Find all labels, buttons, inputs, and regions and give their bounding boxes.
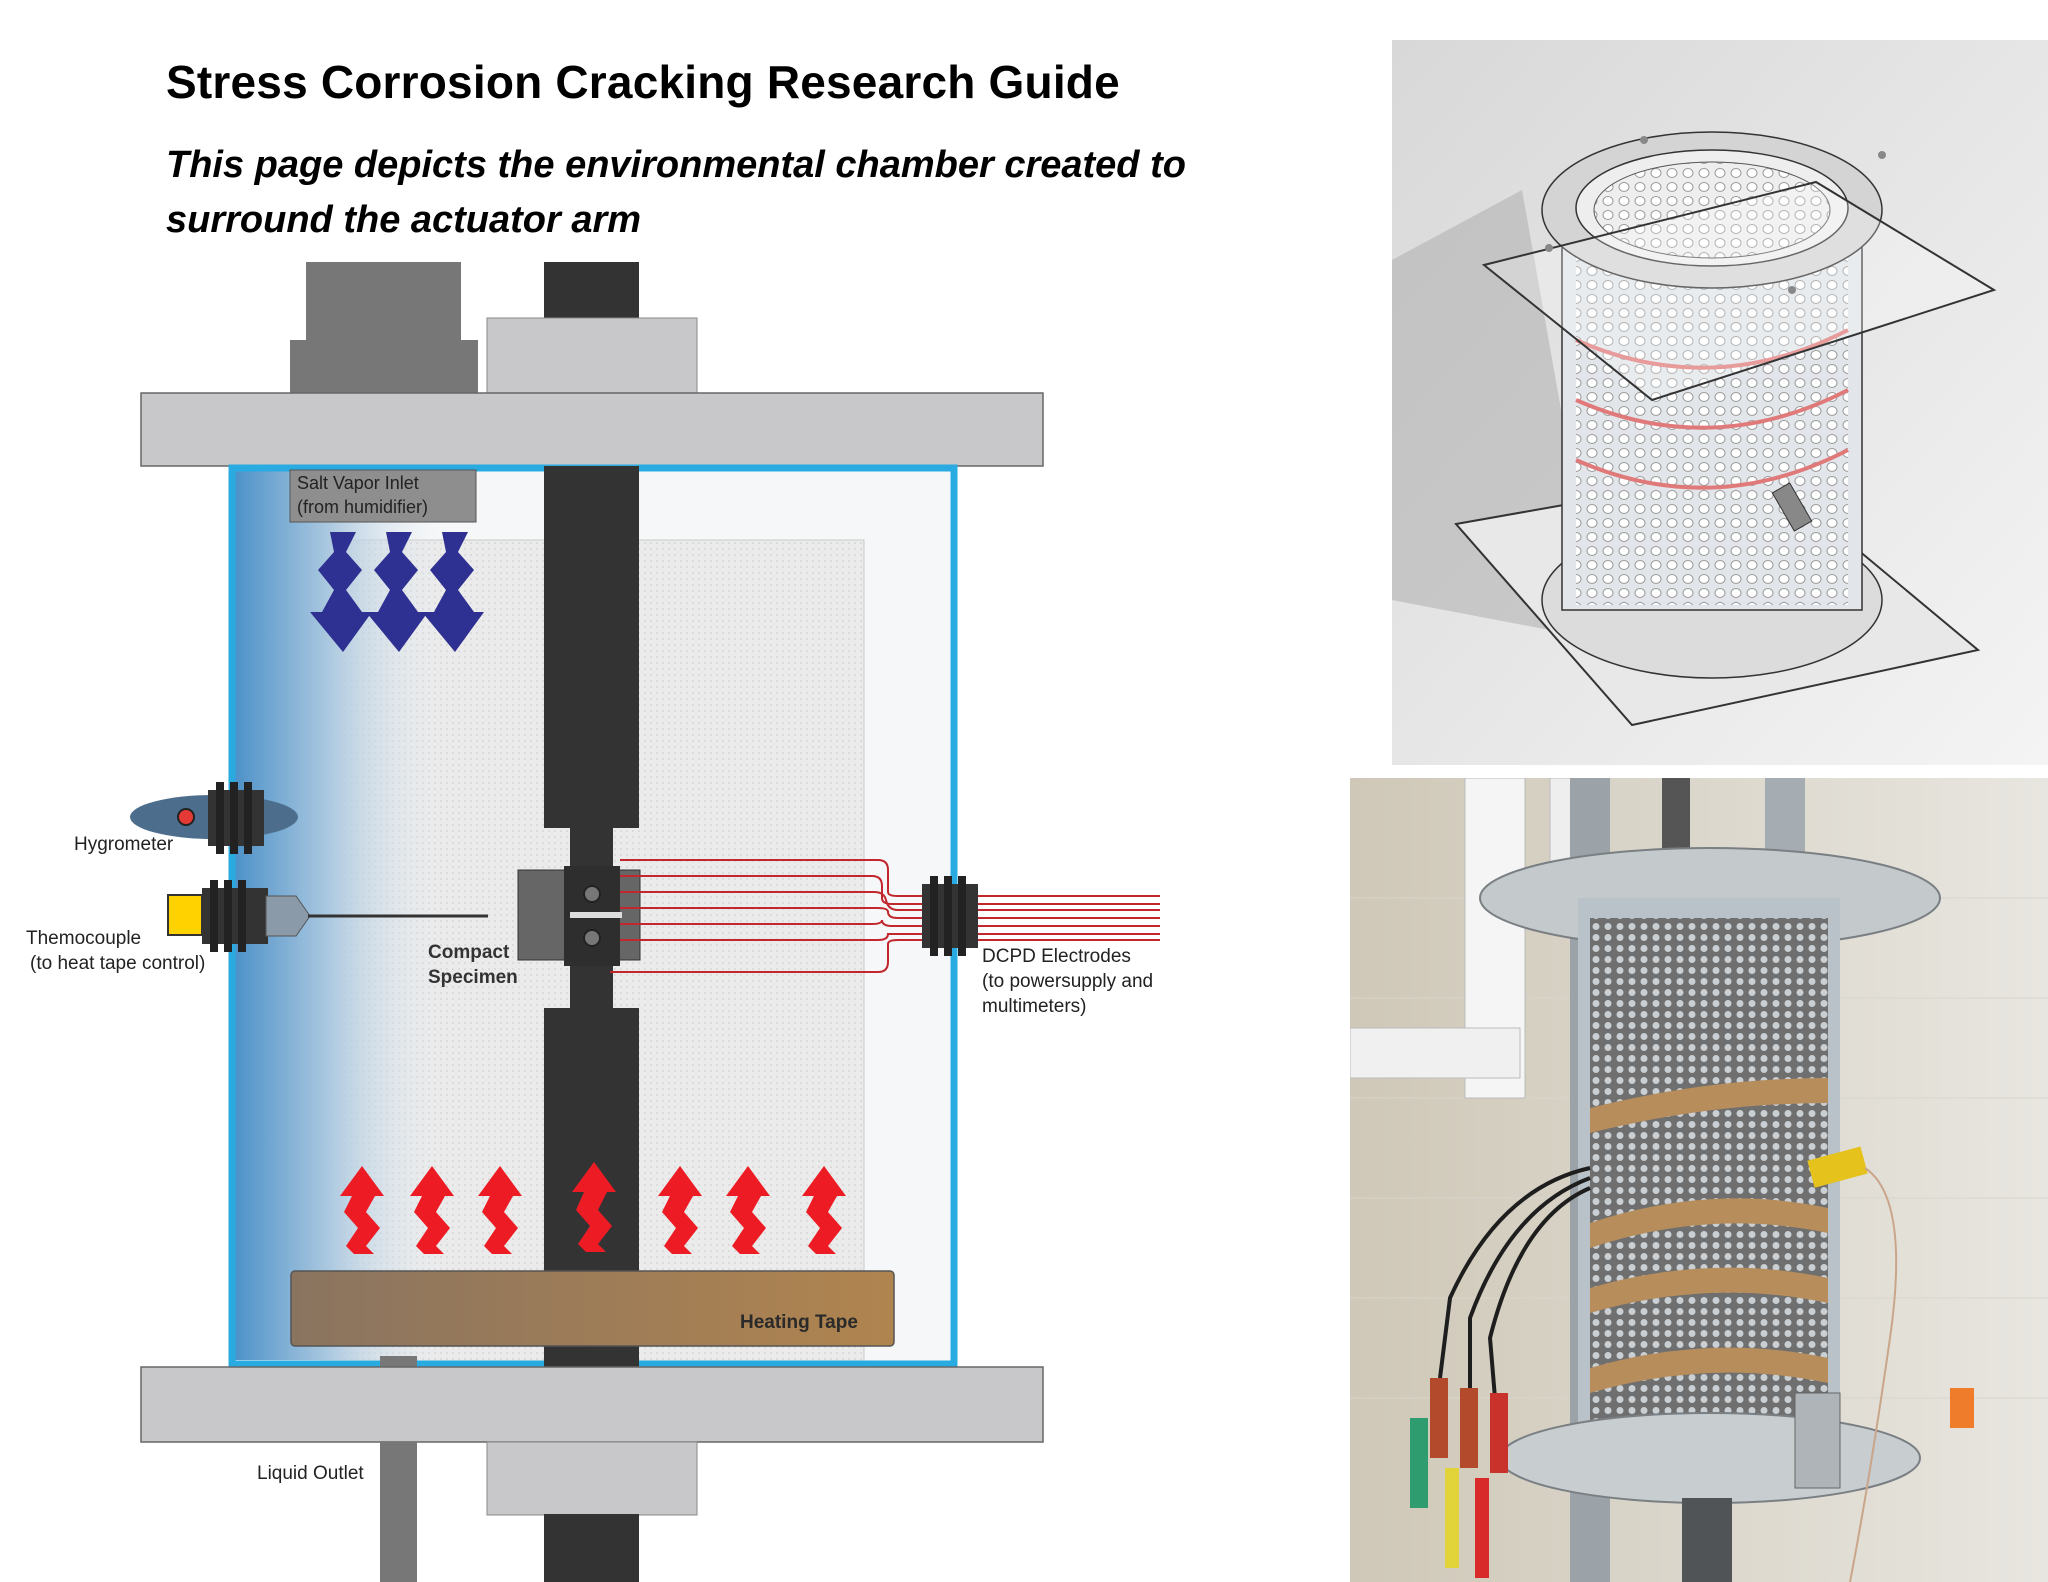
top-right-block [486,317,698,396]
vapor-arrow [366,532,428,652]
actuator-neck-lower [570,960,613,1010]
hygrometer [130,782,298,854]
photo-clip [1430,1378,1448,1458]
heat-arrow [658,1166,702,1254]
top-actuator-stub [544,262,639,322]
actuator-arm-bottom [544,1514,639,1582]
top-left-block [306,262,461,342]
dcpd-sub-label-2: multimeters) [982,996,1087,1017]
salt-vapor-inlet [289,469,477,523]
top-plate [140,392,1044,467]
dcpd-label: DCPD Electrodes [982,946,1131,967]
specimen-pin-bottom [583,929,601,947]
specimen-pin-top [583,885,601,903]
actuator-arm-upper [544,466,639,828]
photo-wires [1438,1166,1591,1399]
thermocouple [167,880,488,952]
photo-heat-tape-2 [1590,1198,1828,1248]
photo-bottom-flange [1499,1412,1921,1504]
dcpd-feedthrough [922,876,978,956]
photo-clip [1475,1478,1489,1578]
photo-pipe-horizontal [1350,1027,1521,1079]
specimen-notch [570,912,622,918]
cad-heat-tape-1 [1575,328,1849,370]
photo-heat-tape-3 [1590,1267,1828,1313]
photo-thermocouple [1807,1146,1868,1188]
electrode-wires [610,859,1160,973]
hygrometer-label: Hygrometer [74,834,174,855]
page-subtitle: This page depicts the environmental cham… [166,144,1186,241]
heat-arrows [340,1162,846,1254]
cad-sensor [1771,482,1813,532]
liquid-outlet-pipe [380,1442,417,1582]
heating-tape-label: Heating Tape [740,1312,858,1333]
heating-tape [290,1270,895,1347]
compact-specimen-label: Compact [428,942,510,963]
photo-bracket [1794,1392,1841,1489]
cad-heat-tape-2 [1575,388,1849,430]
photo-heat-tape-4 [1590,1347,1828,1393]
lab-photo-image [1350,778,2048,1582]
bottom-right-block [486,1441,698,1516]
liquid-outlet-port [380,1356,417,1368]
vapor-arrows [310,532,484,652]
vapor-arrow [422,532,484,652]
photo-clip [1460,1388,1478,1468]
heat-arrow [802,1166,846,1254]
vapor-arrow [310,532,372,652]
heat-arrow [726,1166,770,1254]
heat-arrow [410,1166,454,1254]
cad-top-plate [1481,180,1997,402]
salt-vapor-inlet-label: Salt Vapor Inlet [297,473,419,493]
bottom-plate [140,1366,1044,1443]
heat-arrow [478,1166,522,1254]
photo-clip [1445,1468,1459,1568]
chamber-schematic: Salt Vapor Inlet (from humidifier) [26,262,1160,1582]
photo-heat-tape-1 [1590,1078,1828,1133]
liquid-outlet-label: Liquid Outlet [257,1463,364,1484]
compact-specimen-sub-label: Specimen [428,967,518,988]
top-left-base [290,340,478,395]
thermocouple-sub-label: (to heat tape control) [30,953,205,974]
page-title: Stress Corrosion Cracking Research Guide [166,56,1120,108]
dcpd-sub-label-1: (to powersupply and [982,971,1153,992]
thermocouple-label: Themocouple [26,928,141,949]
cad-heat-tape-3 [1575,448,1849,490]
heat-arrow [572,1162,616,1252]
heat-arrow [340,1166,384,1254]
cad-render-image [1392,40,2048,765]
photo-clip [1410,1418,1428,1508]
hygrometer-indicator [177,808,195,826]
photo-clip [1490,1393,1508,1473]
salt-vapor-inlet-sub-label: (from humidifier) [297,497,428,517]
